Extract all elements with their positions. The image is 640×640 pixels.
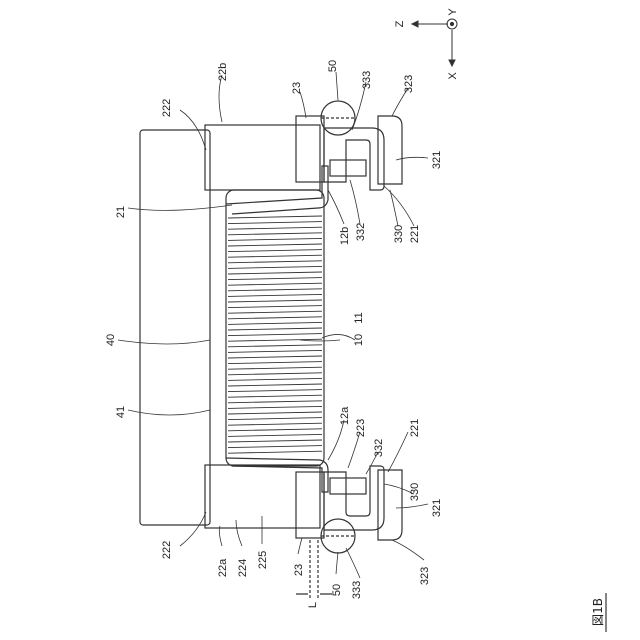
label-224: 224: [237, 559, 249, 577]
coil-winding: [228, 283, 322, 285]
coil-winding: [228, 222, 322, 224]
label-330-top: 330: [393, 225, 405, 243]
coil-winding: [228, 272, 322, 274]
label-12b: 12b: [339, 227, 351, 245]
label-222-bot: 222: [161, 541, 173, 559]
coil-winding: [228, 233, 322, 235]
axes-indicator: [412, 19, 457, 66]
coil-winding: [228, 423, 322, 425]
coil-winding: [228, 356, 322, 358]
coil-winding: [228, 294, 322, 296]
coil-winding: [228, 345, 322, 347]
label-332-bot: 332: [373, 439, 385, 457]
dimension-l-lines: [310, 540, 318, 600]
label-321-bot: 321: [431, 499, 443, 517]
coil-winding: [228, 350, 322, 352]
label-333-bot: 333: [351, 581, 363, 599]
label-10: 10: [353, 334, 365, 346]
coil-winding: [228, 334, 322, 336]
label-40: 40: [105, 334, 117, 346]
coil-winding: [228, 434, 322, 436]
label-330-bot: 330: [409, 483, 421, 501]
label-21: 21: [115, 206, 127, 218]
coil-winding: [228, 317, 322, 319]
label-23-bot: 23: [293, 564, 305, 576]
axis-label-x: X: [447, 72, 459, 80]
coil-winding: [228, 311, 322, 313]
lead-wire-12a: [226, 458, 328, 492]
coil-winding: [228, 216, 322, 218]
coil-winding: [228, 244, 322, 246]
label-l: L: [307, 602, 319, 608]
coil-winding: [228, 266, 322, 268]
coil-winding: [228, 395, 322, 397]
coil-winding: [228, 367, 322, 369]
coil-winding: [228, 227, 322, 229]
coil-winding: [228, 401, 322, 403]
label-332-top: 332: [355, 223, 367, 241]
coil-winding: [228, 373, 322, 375]
coil-winding: [228, 418, 322, 420]
coil-winding: [228, 322, 322, 324]
coil-winding: [228, 278, 322, 280]
coil-winding: [228, 289, 322, 291]
clip-321-top: [378, 116, 402, 184]
coil-winding: [228, 362, 322, 364]
coil-winding: [228, 451, 322, 453]
label-221-bot: 221: [409, 419, 421, 437]
clip-330-bot: [324, 466, 384, 530]
label-221-top: 221: [409, 225, 421, 243]
label-22b: 22b: [217, 63, 229, 81]
coil-winding: [228, 300, 322, 302]
coil-winding: [228, 440, 322, 442]
coil-winding: [228, 390, 322, 392]
coil-winding: [228, 250, 322, 252]
label-323-bot: 323: [419, 567, 431, 585]
coil-winding: [228, 406, 322, 408]
label-323-top: 323: [403, 75, 415, 93]
figure-title: 図1B: [591, 598, 605, 626]
label-12a: 12a: [339, 406, 351, 425]
label-50-bot: 50: [331, 584, 343, 596]
label-321-top: 321: [431, 151, 443, 169]
coil-winding: [228, 238, 322, 240]
label-41: 41: [115, 406, 127, 418]
coil-winding: [228, 306, 322, 308]
coil-windings-11: [228, 216, 322, 453]
label-222-top: 222: [161, 99, 173, 117]
coil-winding: [228, 328, 322, 330]
axis-label-y: Y: [447, 8, 459, 16]
axis-label-z: Z: [394, 20, 406, 27]
label-23-top: 23: [291, 82, 303, 94]
coil-winding: [228, 446, 322, 448]
coil-winding: [228, 429, 322, 431]
slot-332-top: [330, 160, 366, 176]
clip-330-top: [324, 128, 384, 190]
label-333-top: 333: [361, 71, 373, 89]
coil-winding: [228, 261, 322, 263]
coil-winding: [228, 412, 322, 414]
label-11: 11: [353, 312, 365, 323]
holder-22a: [205, 465, 320, 528]
slot-332-bot: [330, 478, 366, 494]
label-223: 223: [355, 419, 367, 437]
label-22a: 22a: [217, 558, 229, 577]
coil-winding: [228, 255, 322, 257]
clip-321-bot: [378, 470, 402, 540]
label-225: 225: [257, 551, 269, 569]
base-plate-40: [140, 130, 210, 525]
label-50-top: 50: [327, 60, 339, 72]
coil-winding: [228, 384, 322, 386]
leader-lines: [118, 72, 428, 578]
coil-winding: [228, 378, 322, 380]
holder-22b: [205, 125, 320, 190]
